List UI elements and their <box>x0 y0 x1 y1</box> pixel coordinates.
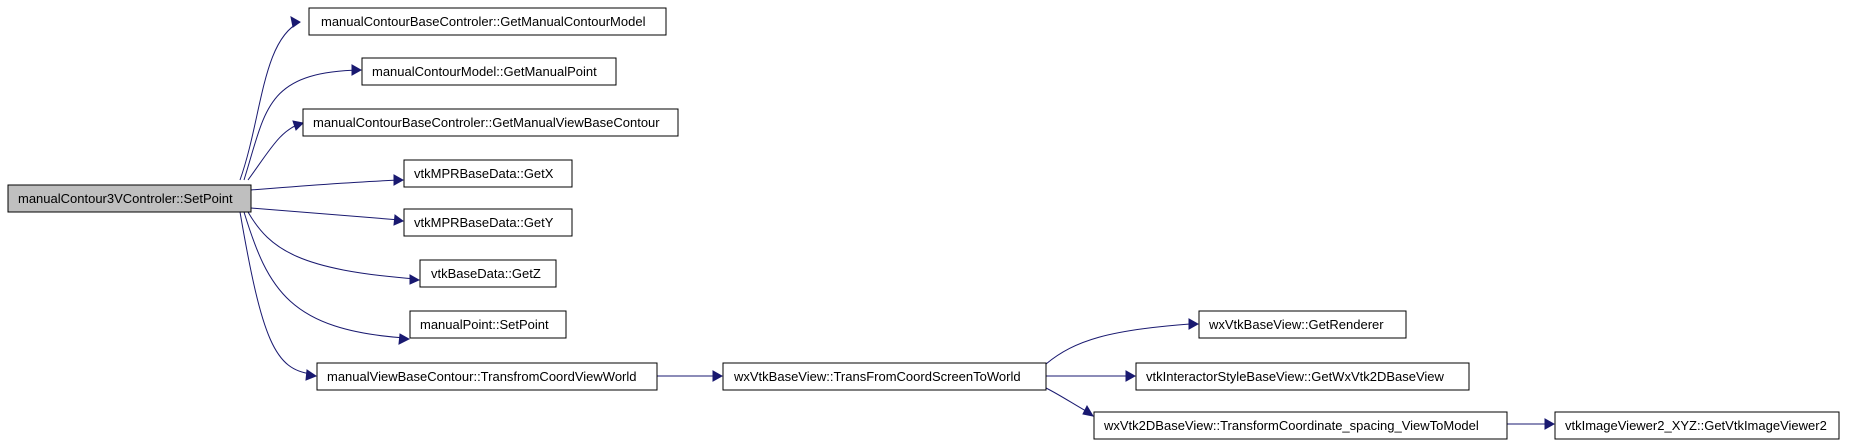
edge-transfromcoordscreentoworld-to-transformcoordinate <box>1045 387 1087 412</box>
arrowhead <box>1082 404 1095 417</box>
edge-setpoint-to-manualpoint-setpoint <box>243 211 406 339</box>
edge-setpoint-to-getz <box>247 211 417 280</box>
node-label: manualContour3VControler::SetPoint <box>18 191 233 206</box>
arrowhead <box>712 370 724 382</box>
arrowhead <box>290 16 301 28</box>
node-transfromcoordscreentoworld[interactable]: wxVtkBaseView::TransFromCoordScreenToWor… <box>722 362 1047 391</box>
node-manualpoint-setpoint[interactable]: manualPoint::SetPoint <box>409 310 567 339</box>
edge-setpoint-to-gety <box>250 207 401 221</box>
arrowhead <box>393 174 405 186</box>
node-label: vtkImageViewer2_XYZ::GetVtkImageViewer2 <box>1565 418 1827 433</box>
node-getrenderer[interactable]: wxVtkBaseView::GetRenderer <box>1198 310 1407 339</box>
node-label: manualViewBaseContour::TransfromCoordVie… <box>327 369 637 384</box>
node-label: manualContourBaseControler::GetManualCon… <box>321 14 646 29</box>
edge-setpoint-to-getmanualviewbasecontour <box>247 122 303 181</box>
node-getmanualcontourmodel[interactable]: manualContourBaseControler::GetManualCon… <box>308 7 667 36</box>
edge-setpoint-to-transfromcoordviewworld <box>239 211 313 375</box>
node-transfromcoordviewworld[interactable]: manualViewBaseContour::TransfromCoordVie… <box>316 362 658 391</box>
node-getmanualviewbasecontour[interactable]: manualContourBaseControler::GetManualVie… <box>302 108 679 137</box>
node-label: manualContourModel::GetManualPoint <box>372 64 597 79</box>
arrowhead <box>305 369 318 381</box>
node-vtkmprbasedata-getx[interactable]: vtkMPRBaseData::GetX <box>403 159 573 188</box>
arrowhead <box>351 64 363 76</box>
node-vtkbasedata-getz[interactable]: vtkBaseData::GetZ <box>419 259 557 288</box>
arrowhead <box>292 120 305 131</box>
arrowhead <box>398 333 411 345</box>
call-edges <box>239 16 1556 430</box>
node-label: vtkInteractorStyleBaseView::GetWxVtk2DBa… <box>1146 369 1445 384</box>
node-label: wxVtk2DBaseView::TransformCoordinate_spa… <box>1103 418 1479 433</box>
node-label: vtkMPRBaseData::GetX <box>414 166 554 181</box>
node-getwxvtk2dbaseview[interactable]: vtkInteractorStyleBaseView::GetWxVtk2DBa… <box>1135 362 1470 391</box>
edge-transfromcoordscreentoworld-to-getrenderer <box>1045 323 1191 365</box>
node-label: wxVtkBaseView::GetRenderer <box>1208 317 1384 332</box>
node-label: vtkMPRBaseData::GetY <box>414 215 554 230</box>
arrowhead <box>393 214 404 226</box>
node-vtkmprbasedata-gety[interactable]: vtkMPRBaseData::GetY <box>403 208 573 237</box>
node-label: vtkBaseData::GetZ <box>431 266 541 281</box>
node-label: wxVtkBaseView::TransFromCoordScreenToWor… <box>733 369 1021 384</box>
node-transformcoordinate-spacing-viewtomodel[interactable]: wxVtk2DBaseView::TransformCoordinate_spa… <box>1093 411 1508 440</box>
edge-setpoint-to-getx <box>250 179 401 191</box>
node-getmanualpoint[interactable]: manualContourModel::GetManualPoint <box>361 57 617 86</box>
node-manualcontour3vcontroler-setpoint[interactable]: manualContour3VControler::SetPoint <box>7 184 252 213</box>
node-label: manualContourBaseControler::GetManualVie… <box>313 115 660 130</box>
arrowhead <box>409 274 421 285</box>
arrowhead <box>1544 418 1556 430</box>
edge-setpoint-to-getmanualpoint <box>243 69 361 181</box>
arrowhead <box>1188 318 1200 330</box>
node-getvtkimageviewer2[interactable]: vtkImageViewer2_XYZ::GetVtkImageViewer2 <box>1554 411 1840 440</box>
edge-setpoint-to-getmanualcontourmodel <box>239 21 301 181</box>
node-label: manualPoint::SetPoint <box>420 317 549 332</box>
arrowhead <box>1125 370 1137 382</box>
